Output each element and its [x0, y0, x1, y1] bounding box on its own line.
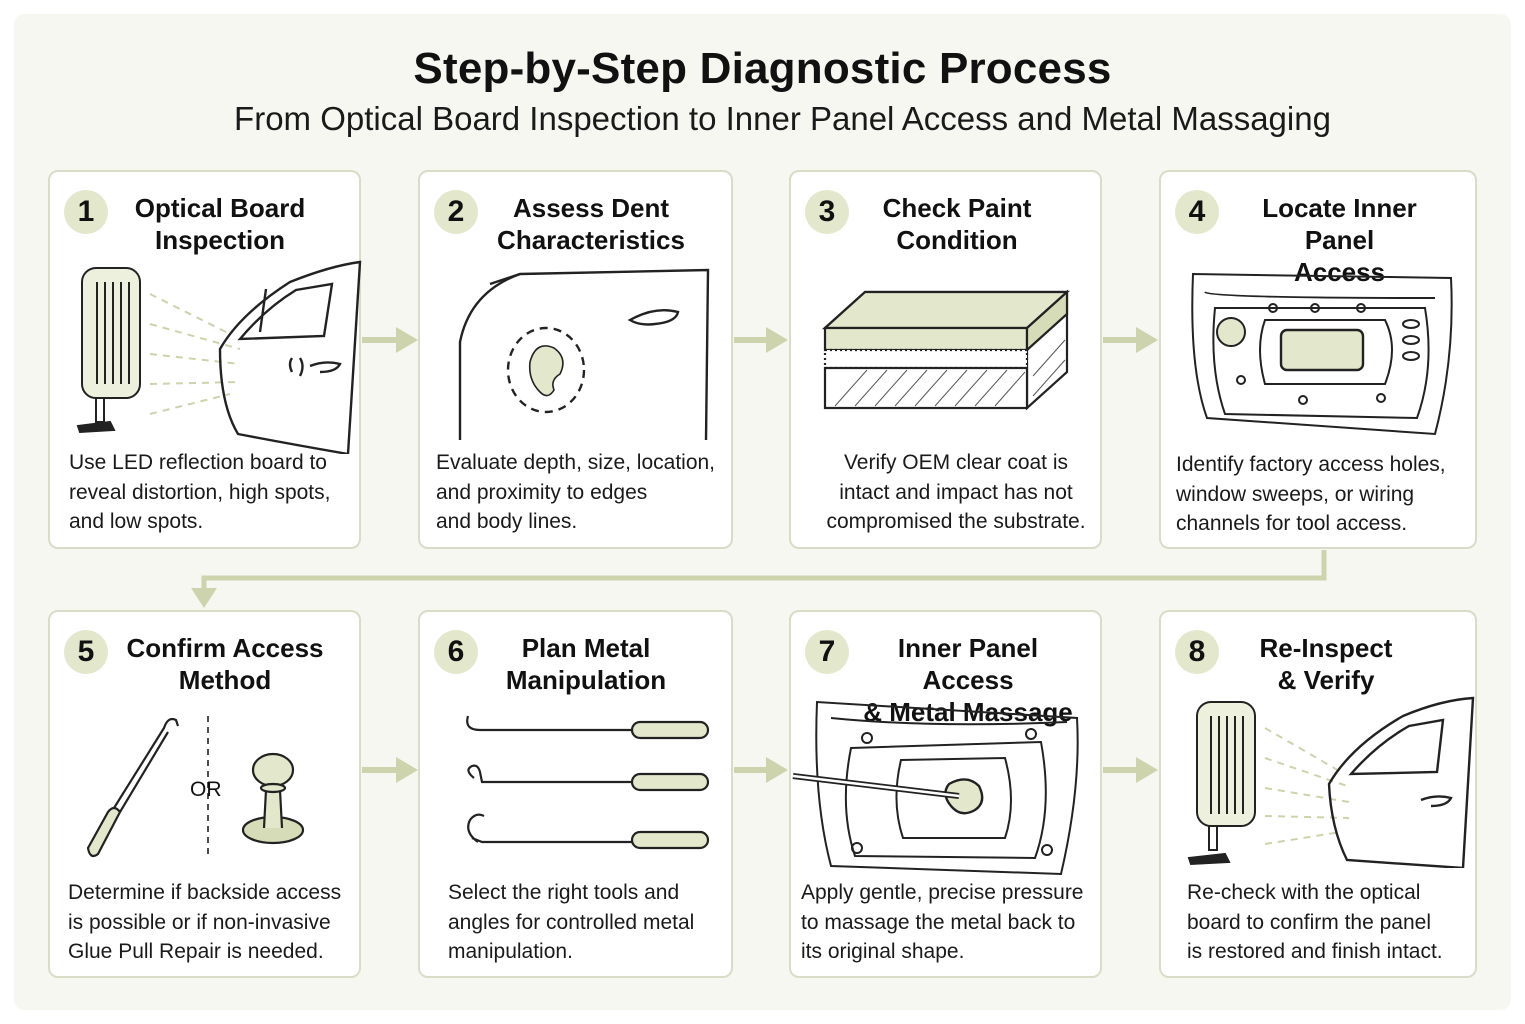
- led-board-icon: [76, 267, 141, 434]
- paint-layers-icon: [822, 289, 1070, 411]
- step-title: Confirm Access Method: [126, 633, 324, 695]
- step-card-7: 7 Inner Panel Access & Metal Massage App…: [789, 610, 1102, 978]
- step-number-badge: 7: [805, 630, 849, 674]
- pdr-tools-illustration: [466, 715, 710, 850]
- metal-massage-illustration: [792, 700, 1079, 876]
- paint-layers-illustration: [822, 289, 1070, 411]
- step-card-6: 6 Plan Metal Manipulation Select the rig…: [418, 610, 733, 978]
- step-title: Locate Inner Panel Access: [1262, 193, 1417, 287]
- step-description: Re-check with the optical board to confi…: [1187, 881, 1443, 963]
- pdr-tools-icon: [466, 715, 710, 850]
- glue-tab-icon: [241, 752, 305, 845]
- step-card-4: 4 Locate Inner Panel Access Identify fac…: [1159, 170, 1477, 549]
- inner-panel-illustration: [1191, 272, 1453, 436]
- dent-door-icon: [458, 268, 710, 441]
- page-subtitle: From Optical Board Inspection to Inner P…: [234, 100, 1331, 137]
- step-description: Evaluate depth, size, location, and prox…: [436, 451, 716, 533]
- step-number-badge: 6: [434, 630, 478, 674]
- step-number-badge: 3: [805, 190, 849, 234]
- re-inspect-illustration: [1187, 696, 1475, 868]
- dent-rod-icon: [86, 717, 180, 858]
- arrow-5-6: [362, 757, 418, 783]
- step-number-badge: 4: [1175, 190, 1219, 234]
- arrow-row-wrap: [191, 550, 1327, 608]
- arrow-7-8: [1103, 757, 1158, 783]
- car-door-icon: [218, 260, 362, 454]
- step-description: Determine if backside access is possible…: [68, 881, 342, 963]
- optical-board-illustration: [76, 260, 362, 454]
- page-title: Step-by-Step Diagnostic Process: [413, 44, 1112, 93]
- arrow-6-7: [734, 757, 788, 783]
- step-title: Assess Dent Characteristics: [497, 193, 685, 255]
- step-description: Select the right tools and angles for co…: [448, 881, 695, 963]
- car-door-icon: [1327, 696, 1475, 868]
- step-number-badge: 1: [64, 190, 108, 234]
- inner-panel-icon: [1191, 272, 1453, 436]
- access-method-illustration: [86, 716, 305, 858]
- step-card-8: 8 Re-Inspect & Verify Re-check with the …: [1159, 610, 1477, 978]
- step-title: Check Paint Condition: [882, 193, 1032, 255]
- step-number-badge: 2: [434, 190, 478, 234]
- step-card-3: 3 Check Paint Condition Verify OEM clear…: [789, 170, 1102, 549]
- step-card-5: 5 Confirm Access Method OR Determine if …: [48, 610, 361, 978]
- step-card-2: 2 Assess Dent Characteristics Evaluate d…: [418, 170, 733, 549]
- step-card-1: 1 Optical Board Inspection Use LED refle…: [48, 170, 362, 549]
- arrow-3-4: [1103, 327, 1158, 353]
- step-description: Verify OEM clear coat is intact and impa…: [826, 451, 1086, 533]
- rod-in-panel-icon: [792, 700, 1079, 876]
- step-number-badge: 5: [64, 630, 108, 674]
- step-title: Re-Inspect & Verify: [1259, 633, 1393, 695]
- dent-assessment-illustration: [458, 268, 710, 441]
- step-description: Identify factory access holes, window sw…: [1176, 453, 1446, 535]
- step-number-badge: 8: [1175, 630, 1219, 674]
- arrow-2-3: [734, 327, 788, 353]
- step-description: Use LED reflection board to reveal disto…: [69, 451, 331, 533]
- arrow-1-2: [362, 327, 418, 353]
- step-title: Optical Board Inspection: [134, 193, 306, 255]
- step-description: Apply gentle, precise pressure to massag…: [801, 881, 1084, 963]
- or-label: OR: [190, 778, 222, 801]
- led-board-icon: [1187, 701, 1256, 866]
- step-title: Plan Metal Manipulation: [505, 633, 667, 695]
